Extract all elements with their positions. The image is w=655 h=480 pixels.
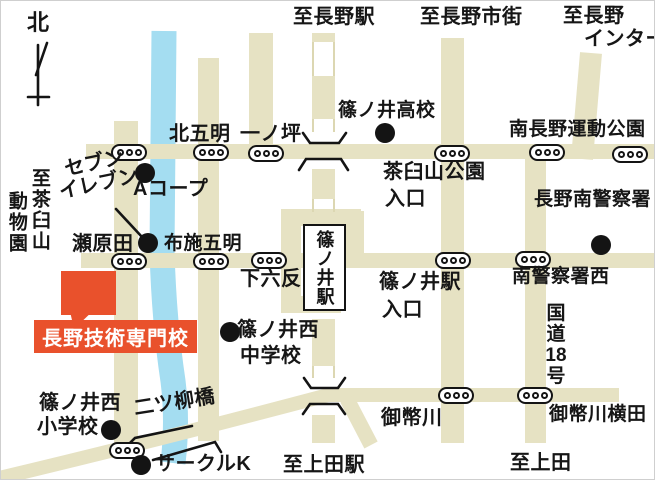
traffic-signal-icon <box>248 145 284 162</box>
traffic-signal-icon <box>111 144 147 161</box>
railway-rails <box>312 119 335 132</box>
traffic-signal-icon <box>109 442 145 459</box>
poi-dot-shinonoi-west-es <box>101 420 121 440</box>
label-a-coop: Aコープ <box>133 178 209 200</box>
traffic-signal-icon <box>612 146 648 163</box>
label-to-ueda: 至上田 <box>510 452 572 474</box>
poi-dot-shinonoi-west-jhs <box>220 322 240 342</box>
label-ichinotsubo: 一ノ坪 <box>240 123 302 145</box>
label-to-nagano-station: 至長野駅 <box>293 6 375 28</box>
railway-dash <box>312 415 335 443</box>
traffic-signal-icon <box>438 387 474 404</box>
north-arrow-icon <box>26 41 51 107</box>
label-station-entrance-2: 入口 <box>382 299 423 321</box>
label-route18: 国 道 18 号 <box>542 303 570 387</box>
railway-dash <box>312 76 335 119</box>
label-to-nagano-city: 至長野市街 <box>420 6 523 28</box>
label-to-chausuyama-zoo-2: 動物園 <box>5 191 27 254</box>
traffic-signal-icon <box>517 387 553 404</box>
label-shinonoi-west-jhs-2: 中学校 <box>240 345 302 367</box>
railway-dash <box>312 33 335 42</box>
traffic-signal-icon <box>251 252 287 269</box>
label-shinonoi-west-es-1: 篠ノ井西 <box>39 392 121 414</box>
label-to-chausuyama-zoo-1: 至茶臼山 <box>28 168 50 252</box>
traffic-signal-icon <box>193 253 229 270</box>
label-to-nagano-inter-2: インター <box>584 28 654 50</box>
traffic-signal-icon <box>515 251 551 268</box>
school-name-label: 長野技術専門校 <box>34 320 197 353</box>
railway-rails <box>312 199 335 212</box>
label-sehara-da: 瀬原田 <box>72 233 134 255</box>
rail-crossing-bracket-south <box>301 376 347 416</box>
railway-dash <box>312 319 335 366</box>
label-nagano-minami-police: 長野南警察署 <box>534 189 652 210</box>
label-chausuyama-park-2: 入口 <box>385 188 426 210</box>
route18-char: 号 <box>546 366 566 387</box>
label-kita-gomyo: 北五明 <box>169 123 231 145</box>
traffic-signal-icon <box>529 144 565 161</box>
poi-dot-a-coop <box>135 163 155 183</box>
road-south-diagonal <box>1 388 619 479</box>
label-shinonoi-high-school: 篠ノ井高校 <box>338 100 436 121</box>
label-to-ueda-station: 至上田駅 <box>283 454 365 476</box>
poi-dot-sehara-da <box>138 233 158 253</box>
route18-char: 18 <box>545 345 567 366</box>
label-circle-k: サークルK <box>155 453 252 475</box>
railway-dash <box>312 169 335 199</box>
rail-crossing-bracket-north <box>297 131 350 172</box>
route18-char: 道 <box>546 324 566 345</box>
railway-rails <box>312 42 335 76</box>
school-name-text: 長野技術専門校 <box>42 328 189 350</box>
label-minami-nagano-park: 南長野運動公園 <box>509 119 646 140</box>
label-gohegawa-yokota: 御幣川横田 <box>549 404 647 425</box>
traffic-signal-icon <box>435 252 471 269</box>
label-gohegawa: 御幣川 <box>381 407 443 429</box>
shinonoi-station-box: 篠ノ井駅 <box>303 224 346 311</box>
label-fuse-gomyo: 布施五明 <box>164 233 243 254</box>
label-shimo-rokutan: 下六反 <box>240 268 302 290</box>
traffic-signal-icon <box>434 145 470 162</box>
poi-dot-circle-k <box>131 455 151 475</box>
seven-eleven-pointer-line <box>114 207 144 239</box>
label-to-nagano-inter-1: 至長野 <box>563 5 625 27</box>
poi-dot-shinonoi-high-school <box>375 123 395 143</box>
poi-dot-nagano-minami-police <box>591 235 611 255</box>
label-chausuyama-park-1: 茶臼山公園 <box>383 161 486 183</box>
label-minami-police-west: 南警察署西 <box>512 266 610 287</box>
compass-north-label: 北 <box>27 10 50 35</box>
railway-line <box>312 33 335 443</box>
traffic-signal-icon <box>193 144 229 161</box>
road-inter-diagonal <box>571 52 602 160</box>
label-shinonoi-west-es-2: 小学校 <box>37 416 99 438</box>
route18-char: 国 <box>546 303 566 324</box>
label-shinonoi-west-jhs-1: 篠ノ井西 <box>237 319 319 341</box>
shinonoi-station-label: 篠ノ井駅 <box>314 229 335 306</box>
label-station-entrance-1: 篠ノ井駅 <box>379 271 461 293</box>
railway-rails <box>312 366 335 378</box>
road-spur-southeast <box>340 395 378 449</box>
traffic-signal-icon <box>111 253 147 270</box>
